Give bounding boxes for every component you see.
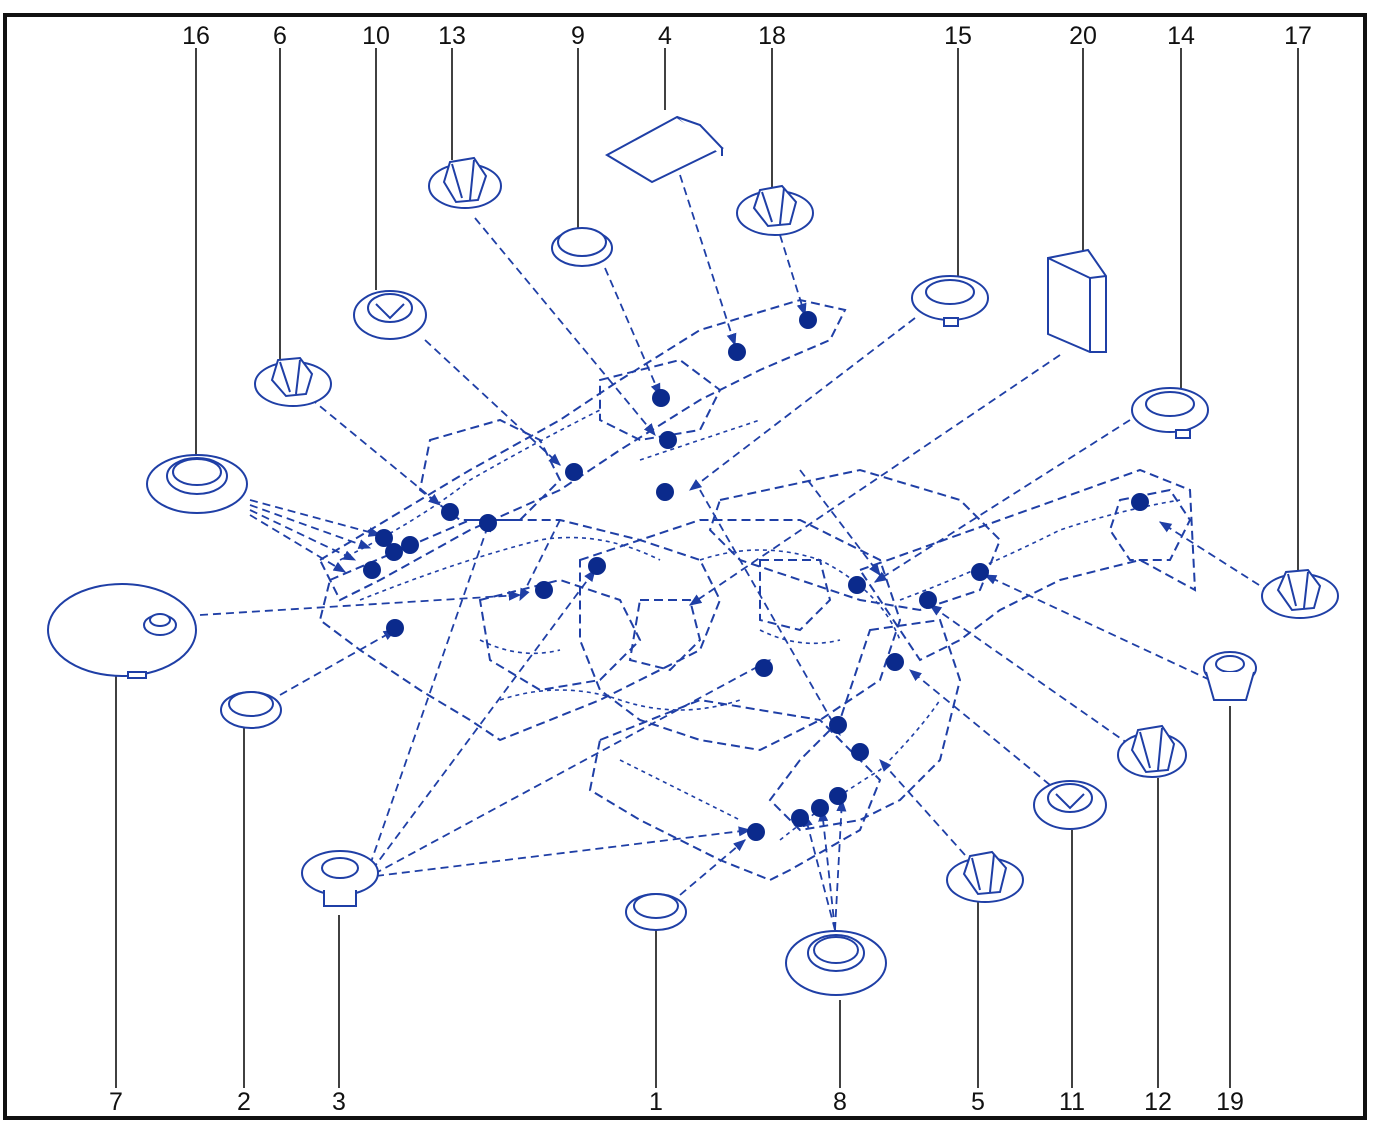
install-point	[441, 503, 459, 521]
callout-label: 3	[332, 1088, 346, 1116]
install-point	[848, 576, 866, 594]
callout-label: 18	[758, 22, 786, 50]
callout-labels: 16 6 10 13 9 4 18 15 20 14 17 7 2 3 1 8 …	[109, 22, 1312, 1116]
part-10-cup-grommet	[353, 290, 427, 340]
part-19-nut-clip	[1203, 651, 1257, 701]
frame-border	[3, 13, 1367, 1120]
assembly-arrows	[199, 174, 1271, 931]
callout-label: 16	[182, 22, 210, 50]
callout-label: 11	[1059, 1088, 1085, 1116]
callout-label: 5	[971, 1088, 985, 1116]
part-3-stepped-plug	[301, 850, 379, 907]
install-point	[886, 653, 904, 671]
callout-label: 7	[109, 1088, 123, 1116]
callout-label: 8	[833, 1088, 847, 1116]
callout-label: 20	[1069, 22, 1097, 50]
part-7-cover-plug	[47, 583, 197, 679]
part-17-push-clip	[1261, 568, 1339, 619]
install-point	[363, 561, 381, 579]
part-6-push-clip	[254, 356, 332, 407]
callout-label: 17	[1284, 22, 1312, 50]
part-5-push-clip	[946, 850, 1024, 903]
install-point	[588, 557, 606, 575]
install-point	[386, 619, 404, 637]
part-4-tape-patch	[604, 115, 724, 184]
callout-label: 10	[362, 22, 390, 50]
install-point	[535, 581, 553, 599]
part-11-cup-grommet	[1033, 780, 1107, 830]
install-point	[401, 536, 419, 554]
part-12-push-clip	[1117, 724, 1187, 778]
install-point	[747, 823, 765, 841]
part-14-dome-plug	[1131, 387, 1209, 439]
callout-label: 15	[944, 22, 972, 50]
part-8-grommet	[785, 930, 887, 996]
part-2-plug	[220, 691, 282, 729]
install-point	[375, 529, 393, 547]
install-points	[363, 311, 1149, 841]
install-point	[799, 311, 817, 329]
install-point	[971, 563, 989, 581]
part-15-dome-plug	[911, 275, 989, 327]
part-9-plug	[551, 227, 613, 267]
callout-label: 1	[649, 1088, 663, 1116]
part-1-plug	[625, 893, 687, 931]
install-point	[919, 591, 937, 609]
callout-label: 4	[658, 22, 672, 50]
part-16-grommet	[146, 454, 248, 514]
install-point	[829, 716, 847, 734]
install-point	[656, 483, 674, 501]
callout-label: 6	[273, 22, 287, 50]
callout-label: 9	[571, 22, 585, 50]
install-point	[811, 799, 829, 817]
install-point	[791, 809, 809, 827]
callout-label: 13	[438, 22, 466, 50]
install-point	[728, 343, 746, 361]
number-leaders	[115, 48, 1299, 1088]
callout-label: 2	[237, 1088, 251, 1116]
install-point	[385, 543, 403, 561]
callout-label: 19	[1216, 1088, 1244, 1116]
underbody-frame	[318, 298, 1197, 882]
install-point	[565, 463, 583, 481]
part-20-foam-block	[1047, 248, 1107, 353]
callout-label: 12	[1144, 1088, 1172, 1116]
install-point	[479, 514, 497, 532]
install-point	[659, 431, 677, 449]
install-point	[755, 659, 773, 677]
underbody-detail	[339, 409, 1181, 841]
install-point	[1131, 493, 1149, 511]
callout-label: 14	[1167, 22, 1195, 50]
install-point	[652, 389, 670, 407]
install-point	[829, 787, 847, 805]
part-13-push-clip	[428, 156, 502, 209]
install-point	[851, 743, 869, 761]
part-18-push-clip	[736, 184, 814, 236]
